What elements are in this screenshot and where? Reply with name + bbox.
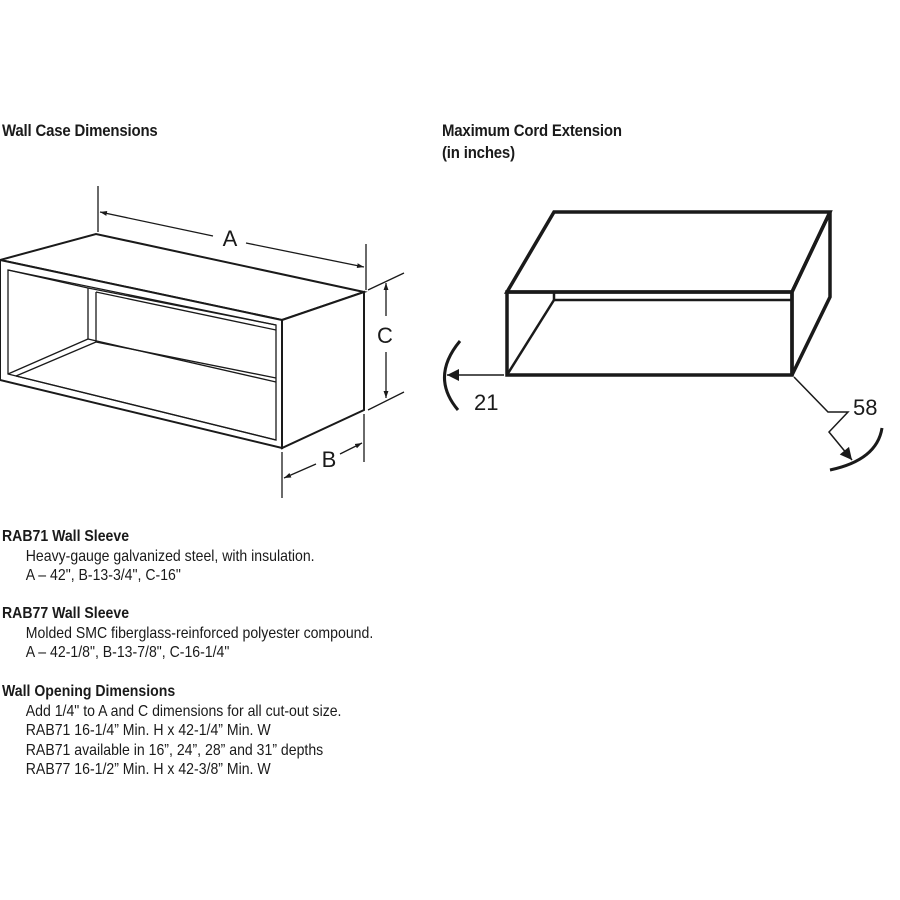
right-extension-label: 58 xyxy=(853,395,877,420)
wall-case-heading: Wall Case Dimensions xyxy=(2,121,158,140)
spec-rab71-line-1: Heavy-gauge galvanized steel, with insul… xyxy=(25,547,315,565)
cord-extension-heading-line2: (in inches) xyxy=(442,143,515,162)
spec-wall-opening-line-4: RAB77 16-1/2” Min. H x 42-3/8” Min. W xyxy=(25,761,271,778)
spec-wall-opening-title: Wall Opening Dimensions xyxy=(2,683,176,700)
spec-rab71-line-2: A – 42", B-13-3/4", C-16" xyxy=(25,567,181,584)
spec-wall-opening-line-2: RAB71 16-1/4” Min. H x 42-1/4” Min. W xyxy=(25,722,271,739)
spec-rab77-title: RAB77 Wall Sleeve xyxy=(2,605,130,622)
dimension-c xyxy=(367,272,405,411)
spec-rab71: RAB71 Wall Sleeve Heavy-gauge galvanized… xyxy=(2,527,315,586)
spec-rab77: RAB77 Wall Sleeve Molded SMC fiberglass-… xyxy=(2,604,373,663)
dimension-b-label: B xyxy=(322,447,337,472)
spec-rab71-title: RAB71 Wall Sleeve xyxy=(2,528,130,545)
cord-extension-heading-line1: Maximum Cord Extension xyxy=(442,121,622,140)
spec-rab77-line-2: A – 42-1/8", B-13-7/8", C-16-1/4" xyxy=(25,644,230,661)
cord-extension-heading: Maximum Cord Extension (in inches) xyxy=(442,120,622,164)
spec-wall-opening-line-1: Add 1/4" to A and C dimensions for all c… xyxy=(25,702,342,720)
left-extension-label: 21 xyxy=(474,390,498,415)
right-extension-indicator xyxy=(793,376,884,472)
left-extension-indicator xyxy=(443,340,504,411)
dimension-a-label: A xyxy=(223,226,238,251)
spec-wall-opening: Wall Opening Dimensions Add 1/4" to A an… xyxy=(2,682,341,780)
dimension-b xyxy=(281,414,365,498)
dimension-c-label: C xyxy=(377,323,393,348)
wall-case-box xyxy=(0,232,368,450)
dimension-a xyxy=(97,186,367,290)
spec-wall-opening-line-3: RAB71 available in 16”, 24”, 28” and 31”… xyxy=(25,741,324,759)
cord-extension-box xyxy=(503,210,833,377)
spec-rab77-line-1: Molded SMC fiberglass-reinforced polyest… xyxy=(25,624,374,642)
